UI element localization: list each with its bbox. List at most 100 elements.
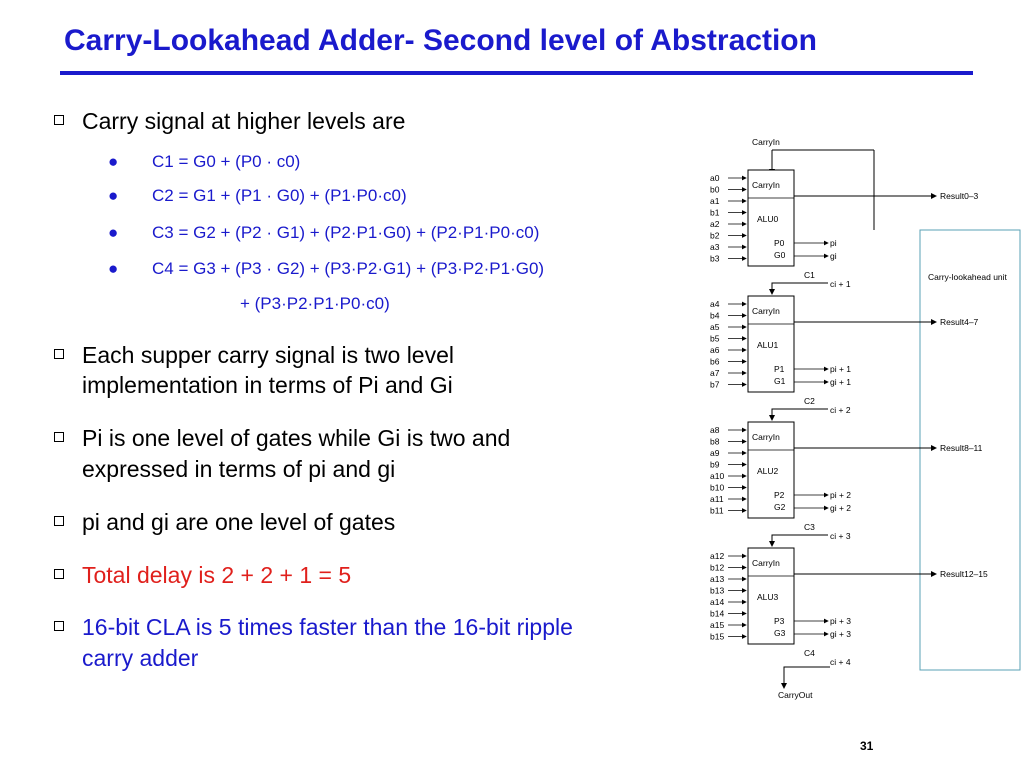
alu-carry-label: C2 [804,396,815,406]
equation-text: C1 = G0 + (P0 · c0) [152,152,301,171]
alu-input-label: b5 [710,334,720,344]
carry-in-label: CarryIn [752,137,780,147]
bullet-square-icon [54,569,64,579]
alu-input-label: a2 [710,219,720,229]
cla-ci-label: ci + 1 [830,279,851,289]
alu-carry-wire [769,408,828,421]
bullet-square-icon [54,349,64,359]
alu-carry-label: C4 [804,648,815,658]
cla-unit-label: Carry-lookahead unit [928,272,1008,282]
alu-groups: CarryInALU0P0G0a0b0a1b1a2b2a3b3Result0–3… [710,169,988,667]
alu-name-label: ALU0 [757,214,779,224]
alu-g-label: G1 [774,376,786,386]
cla-pi-label: pi + 3 [830,616,851,626]
cla-ci-label: ci + 3 [830,531,851,541]
bullet-square-icon [54,115,64,125]
alu-input-label: b11 [710,506,724,516]
cla-gi-label: gi + 3 [830,629,851,639]
bullet-text: Pi is one level of gates while Gi is two… [82,425,511,451]
alu-carryin-label: CarryIn [752,558,780,568]
bullet-text: carry adder [82,645,199,671]
alu-carryin-label: CarryIn [752,180,780,190]
bullet-square-icon [54,432,64,442]
alu-input-label: b15 [710,632,724,642]
alu-input-label: a8 [710,425,720,435]
alu-input-label: b1 [710,208,720,218]
alu-result-label: Result0–3 [940,191,979,201]
cla-pi-label: pi + 1 [830,364,851,374]
carry-out-label: CarryOut [778,690,813,700]
bullet-text: implementation in terms of Pi and Gi [82,372,453,398]
alu-input-label: b2 [710,231,720,241]
alu-input-label: a7 [710,368,720,378]
alu-name-label: ALU1 [757,340,779,350]
alu-input-label: a14 [710,597,724,607]
bullet-text: expressed in terms of pi and gi [82,456,396,482]
cla-ci-label: ci + 4 [830,657,851,667]
alu-box [747,295,795,393]
alu-result-label: Result4–7 [940,317,979,327]
alu-carry-wire [769,534,828,547]
alu-input-label: b13 [710,586,724,596]
alu-input-label: a0 [710,173,720,183]
alu-carryin-label: CarryIn [752,432,780,442]
cla-ci-label: ci + 2 [830,405,851,415]
alu-p-label: P3 [774,616,785,626]
alu-input-label: b8 [710,437,720,447]
alu-p-label: P0 [774,238,785,248]
bullet-text: Carry signal at higher levels are [82,108,406,134]
cla-gi-label: gi [830,251,837,261]
equation-text: C4 = G3 + (P3 · G2) + (P3·P2·G1) + (P3·P… [152,259,545,278]
alu-input-label: a15 [710,620,724,630]
cla-pi-label: pi + 2 [830,490,851,500]
alu-result-label: Result12–15 [940,569,988,579]
bullet-list: Carry signal at higher levels are ● C1 =… [54,108,573,671]
alu-input-label: b3 [710,254,720,264]
alu-input-label: a6 [710,345,720,355]
alu-input-label: b7 [710,380,720,390]
alu-carry-label: C1 [804,270,815,280]
alu-g-label: G3 [774,628,786,638]
bullet-square-icon [54,516,64,526]
alu-input-label: a13 [710,574,724,584]
bullet-dot-icon: ● [108,223,119,242]
alu-input-label: b10 [710,483,724,493]
bullet-dot-icon: ● [108,152,119,171]
alu-input-label: b14 [710,609,724,619]
alu-input-label: a11 [710,494,724,504]
title-underline [60,71,973,75]
alu-p-label: P1 [774,364,785,374]
alu-box [747,421,795,519]
alu-name-label: ALU2 [757,466,779,476]
alu-input-label: a9 [710,448,720,458]
alu-p-label: P2 [774,490,785,500]
cla-unit-box [919,229,1021,671]
alu-input-label: b4 [710,311,720,321]
slide-number: 31 [860,739,874,753]
cla-gi-label: gi + 2 [830,503,851,513]
alu-carryin-label: CarryIn [752,306,780,316]
cla-gi-label: gi + 1 [830,377,851,387]
alu-input-label: a12 [710,551,724,561]
bullet-text: Each supper carry signal is two level [82,342,454,368]
alu-input-label: b6 [710,357,720,367]
alu-input-label: a4 [710,299,720,309]
cla-pi-label: pi [830,238,837,248]
alu-input-label: a5 [710,322,720,332]
bullet-dot-icon: ● [108,186,119,205]
alu-carry-wire [769,282,828,295]
alu-g-label: G0 [774,250,786,260]
alu-input-label: a1 [710,196,720,206]
bullet-text: pi and gi are one level of gates [82,509,396,535]
slide-title: Carry-Lookahead Adder- Second level of A… [64,24,817,57]
alu-input-label: b12 [710,563,724,573]
alu-box [747,169,795,267]
equation-continuation: + (P3·P2·P1·P0·c0) [240,294,390,313]
alu-input-label: a3 [710,242,720,252]
alu-result-label: Result8–11 [940,443,983,453]
equation-text: C2 = G1 + (P1 · G0) + (P1·P0·c0) [152,186,407,205]
alu-name-label: ALU3 [757,592,779,602]
equation-text: C3 = G2 + (P2 · G1) + (P2·P1·G0) + (P2·P… [152,223,540,242]
bullet-text: 16-bit CLA is 5 times faster than the 16… [82,614,573,640]
bullet-square-icon [54,621,64,631]
